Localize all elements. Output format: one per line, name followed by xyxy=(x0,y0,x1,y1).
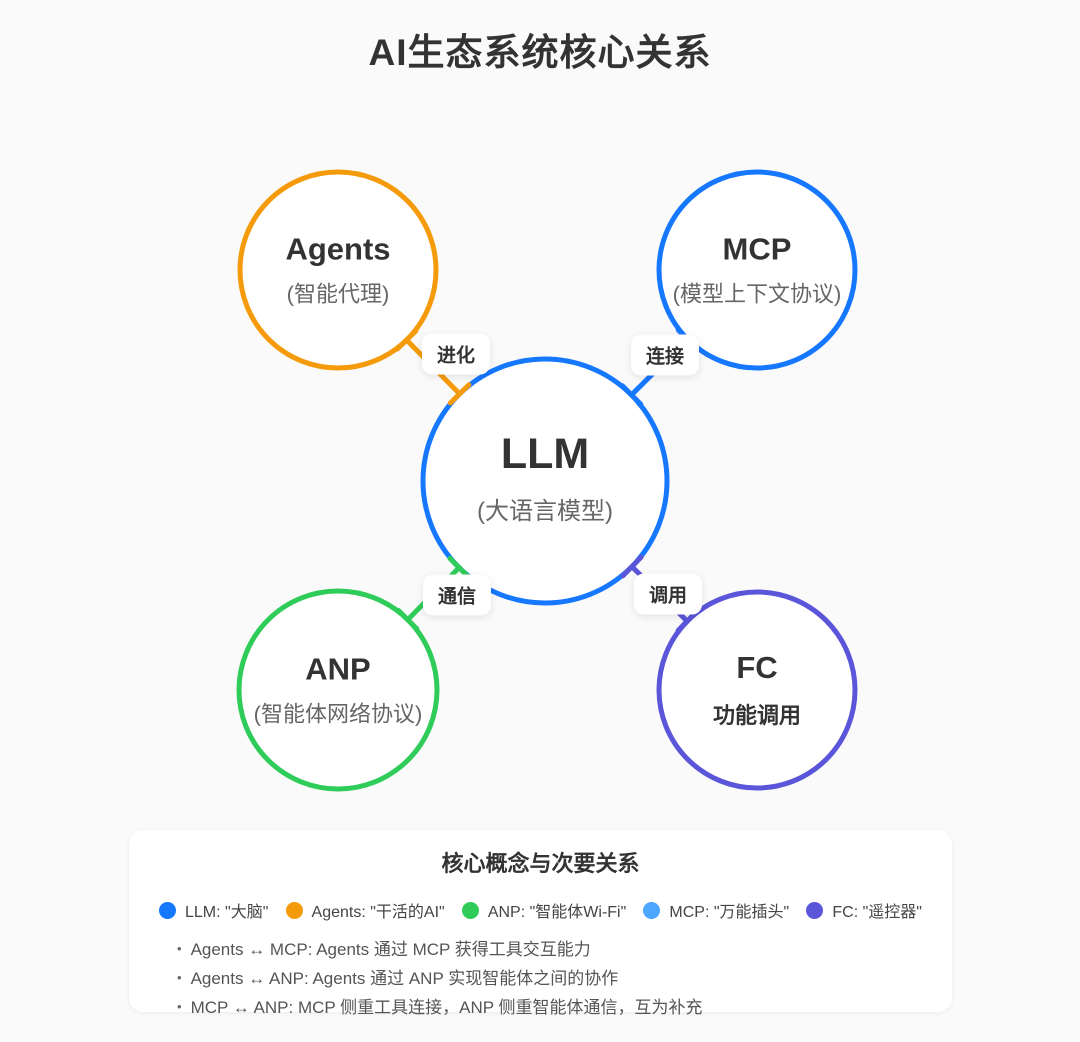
mcp-dot-icon xyxy=(643,901,661,919)
llm-dot-icon xyxy=(159,901,176,919)
fc-dot-icon xyxy=(806,901,824,919)
legend-item-label: MCP: "万能插头" xyxy=(669,904,790,921)
secondary-relations-list: Agents ↔ MCP: Agents 通过 MCP 获得工具交互能力 Age… xyxy=(129,935,952,1022)
node-circle-agents xyxy=(237,169,439,371)
edge-anp-llm-ticks xyxy=(396,555,471,632)
legend-item-mcp: MCP: "万能插头" xyxy=(643,898,789,922)
edge-agents-llm-ticks xyxy=(394,328,472,406)
page-title: AI生态系统核心关系 xyxy=(368,32,712,73)
legend-row: LLM: "大脑" Agents: "干活的AI" ANP: "智能体Wi-Fi… xyxy=(129,898,952,922)
anp-dot-icon xyxy=(461,901,479,919)
node-circle-fc xyxy=(656,589,858,791)
edge-fc-llm-ticks xyxy=(620,554,699,633)
edge-label-communicate: 通信 xyxy=(422,574,492,616)
legend-item-agents: Agents: "干活的AI" xyxy=(285,898,445,922)
legend-item-label: LLM: "大脑" xyxy=(185,904,269,921)
legend-item-anp: ANP: "智能体Wi-Fi" xyxy=(461,898,627,922)
legend-item-llm: LLM: "大脑" xyxy=(159,898,268,922)
agents-dot-icon xyxy=(285,901,303,919)
legend-card: 核心概念与次要关系 LLM: "大脑" Agents: "干活的AI" ANP:… xyxy=(129,830,952,1017)
legend-item-label: Agents: "干活的AI" xyxy=(311,904,445,921)
edge-label-call: 调用 xyxy=(633,573,703,615)
edge-label-evolve: 进化 xyxy=(421,333,491,375)
legend-item-label: ANP: "智能体Wi-Fi" xyxy=(487,904,627,921)
node-circle-anp xyxy=(236,588,440,792)
relation-bullet: Agents ↔ ANP: Agents 通过 ANP 实现智能体之间的协作 xyxy=(177,964,952,993)
legend-item-fc: FC: "遥控器" xyxy=(806,898,922,922)
node-circle-mcp xyxy=(656,169,858,371)
node-circle-llm xyxy=(420,356,670,606)
legend-title: 核心概念与次要关系 xyxy=(441,851,640,876)
relation-bullet: MCP ↔ ANP: MCP 侧重工具连接，ANP 侧重智能体通信，互为补充 xyxy=(177,993,952,1022)
edge-label-connect: 连接 xyxy=(630,334,700,376)
legend-item-label: FC: "遥控器" xyxy=(832,904,922,921)
relation-bullet: Agents ↔ MCP: Agents 通过 MCP 获得工具交互能力 xyxy=(177,935,952,964)
